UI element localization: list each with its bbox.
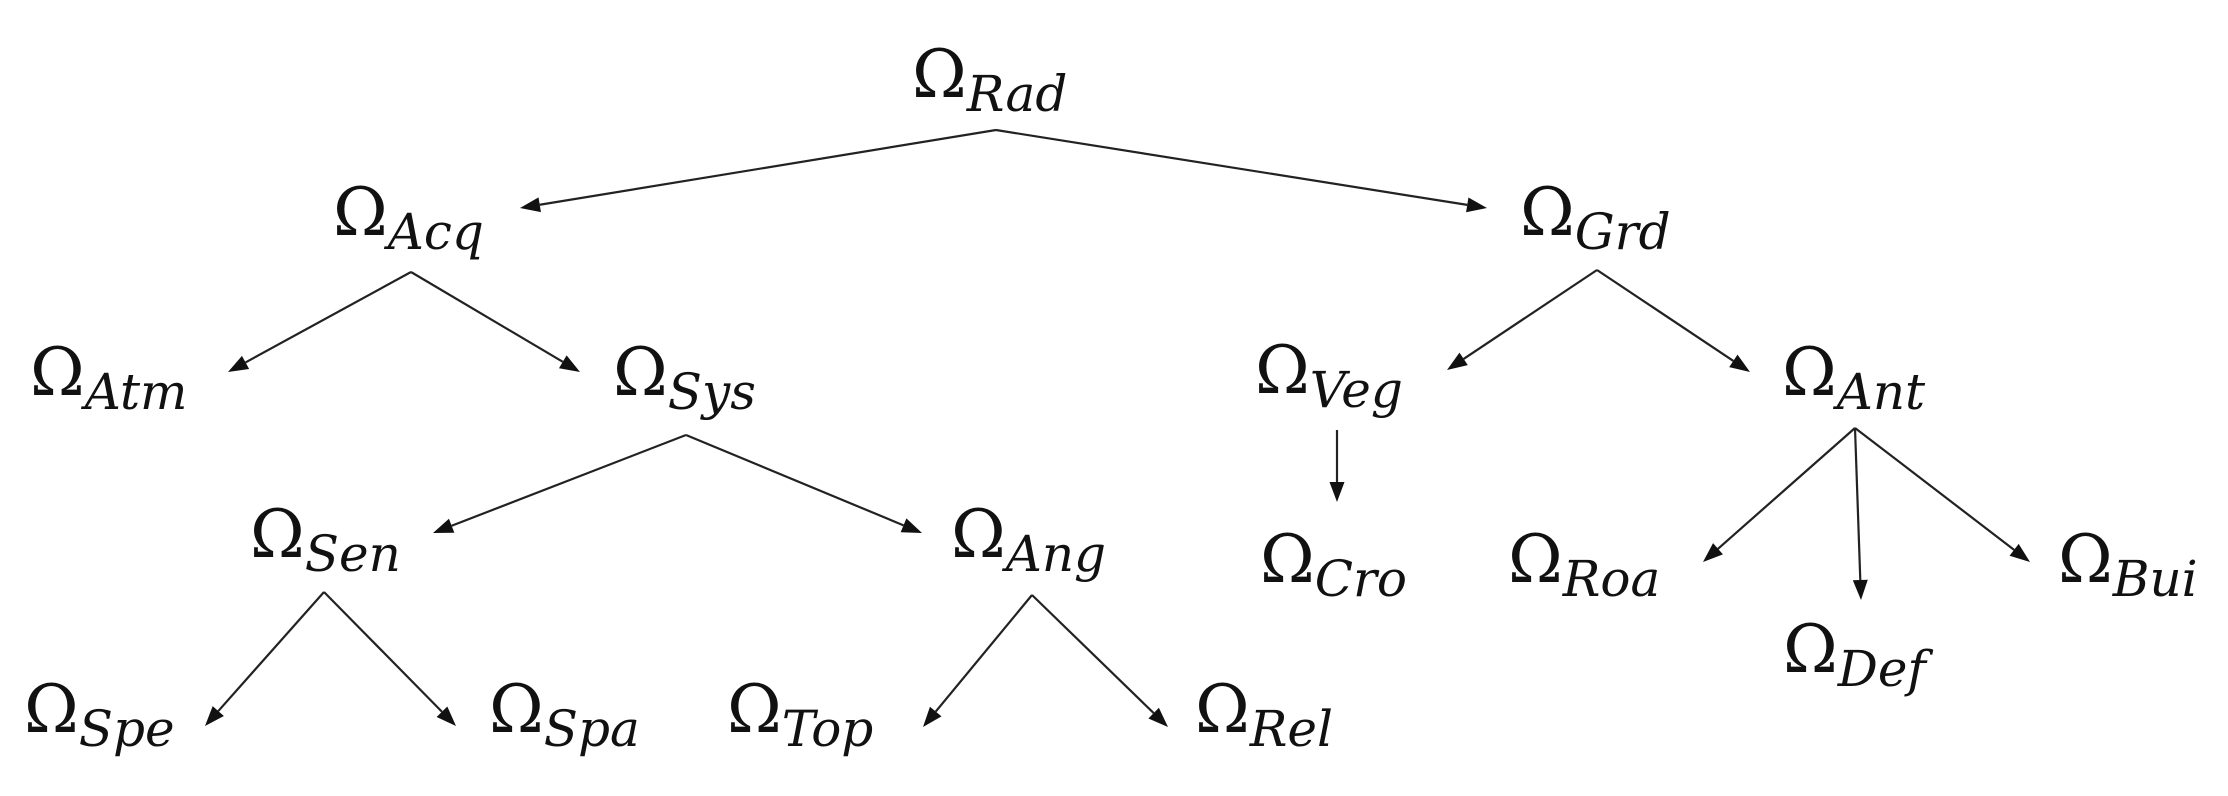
node-sys: ΩSys [613, 334, 756, 421]
arrowhead-icon [1729, 354, 1750, 372]
node-def-label: Def [1837, 640, 1934, 698]
arrowhead-icon [1148, 707, 1168, 727]
edge-grd-veg [1463, 269, 1598, 360]
node-rel: ΩRel [1195, 671, 1333, 758]
node-roa: ΩRoa [1508, 521, 1660, 608]
node-bui: ΩBui [2058, 521, 2198, 608]
node-ant: ΩAnt [1782, 334, 1926, 421]
arrowhead-icon [228, 355, 250, 372]
edge-rad-grd [995, 128, 1468, 206]
edge-ant-def [1853, 427, 1862, 581]
arrowhead-icon [558, 355, 580, 372]
node-cro-label: Cro [1315, 550, 1407, 608]
node-rel-label: Rel [1249, 700, 1333, 758]
arrowhead-icon [2009, 543, 2030, 562]
node-veg: ΩVeg [1255, 332, 1403, 419]
node-grd-label: Grd [1575, 203, 1671, 261]
node-top-symbol: Ω [727, 671, 782, 748]
arrowhead-icon [1852, 579, 1868, 600]
arrowhead-icon [1466, 197, 1487, 213]
node-acq-symbol: Ω [333, 174, 388, 251]
arrowhead-icon [1329, 482, 1345, 502]
node-cro: ΩCro [1260, 521, 1407, 608]
edge-ang-rel [1031, 594, 1155, 714]
node-ang-symbol: Ω [951, 496, 1006, 573]
arrowhead-icon [205, 706, 224, 726]
node-grd-symbol: Ω [1520, 174, 1575, 251]
node-bui-symbol: Ω [2058, 521, 2113, 598]
node-top-label: Top [782, 700, 874, 758]
node-spe-label: Spe [79, 700, 175, 758]
node-rad-label: Rad [966, 65, 1068, 123]
edge-sys-ang [685, 433, 904, 527]
edge-sen-spa [323, 591, 443, 713]
arrowhead-icon [1703, 543, 1723, 562]
node-sys-symbol: Ω [613, 334, 668, 411]
node-sen-label: Sen [305, 525, 401, 583]
node-spe: ΩSpe [24, 671, 175, 758]
node-bui-label: Bui [2112, 550, 2198, 608]
node-ant-label: Ant [1833, 363, 1926, 421]
node-roa-label: Roa [1562, 550, 1661, 608]
node-spa-label: Spa [544, 700, 640, 758]
node-sen: ΩSen [250, 496, 401, 583]
arrowhead-icon [900, 518, 922, 533]
edges-layer [205, 128, 2030, 727]
node-veg-label: Veg [1310, 361, 1403, 419]
node-ang-label: Ang [1002, 525, 1106, 583]
edge-ant-bui [1854, 427, 2015, 551]
arrowhead-icon [520, 197, 541, 213]
edge-ang-top [934, 594, 1033, 713]
node-atm-label: Atm [81, 363, 188, 421]
node-top: ΩTop [727, 671, 873, 758]
node-cro-symbol: Ω [1260, 521, 1315, 598]
node-acq-label: Acq [384, 203, 484, 261]
node-rad: ΩRad [912, 36, 1067, 123]
edge-sys-sen [451, 433, 687, 527]
node-sen-symbol: Ω [250, 496, 305, 573]
node-spa: ΩSpa [489, 671, 640, 758]
node-atm: ΩAtm [30, 334, 187, 421]
node-def: ΩDef [1783, 611, 1933, 698]
node-atm-symbol: Ω [30, 334, 85, 411]
node-grd: ΩGrd [1520, 174, 1671, 261]
edge-rad-acq [539, 128, 997, 206]
arrowhead-icon [433, 518, 455, 533]
node-veg-symbol: Ω [1255, 332, 1310, 409]
node-ant-symbol: Ω [1782, 334, 1837, 411]
arrowhead-icon [436, 706, 456, 726]
edge-acq-atm [245, 271, 412, 364]
node-def-symbol: Ω [1783, 611, 1838, 688]
node-rel-symbol: Ω [1195, 671, 1250, 748]
edge-sen-spe [217, 591, 325, 712]
arrowhead-icon [923, 706, 942, 727]
node-roa-symbol: Ω [1508, 521, 1563, 598]
node-spe-symbol: Ω [24, 671, 79, 748]
edge-grd-ant [1596, 269, 1734, 362]
node-acq: ΩAcq [333, 174, 484, 261]
arrowhead-icon [1447, 352, 1468, 370]
node-ang: ΩAng [951, 496, 1106, 583]
node-sys-label: Sys [668, 363, 756, 421]
node-rad-symbol: Ω [912, 36, 967, 113]
node-spa-symbol: Ω [489, 671, 544, 748]
edge-ant-roa [1717, 427, 1856, 550]
edge-acq-sys [410, 271, 564, 363]
